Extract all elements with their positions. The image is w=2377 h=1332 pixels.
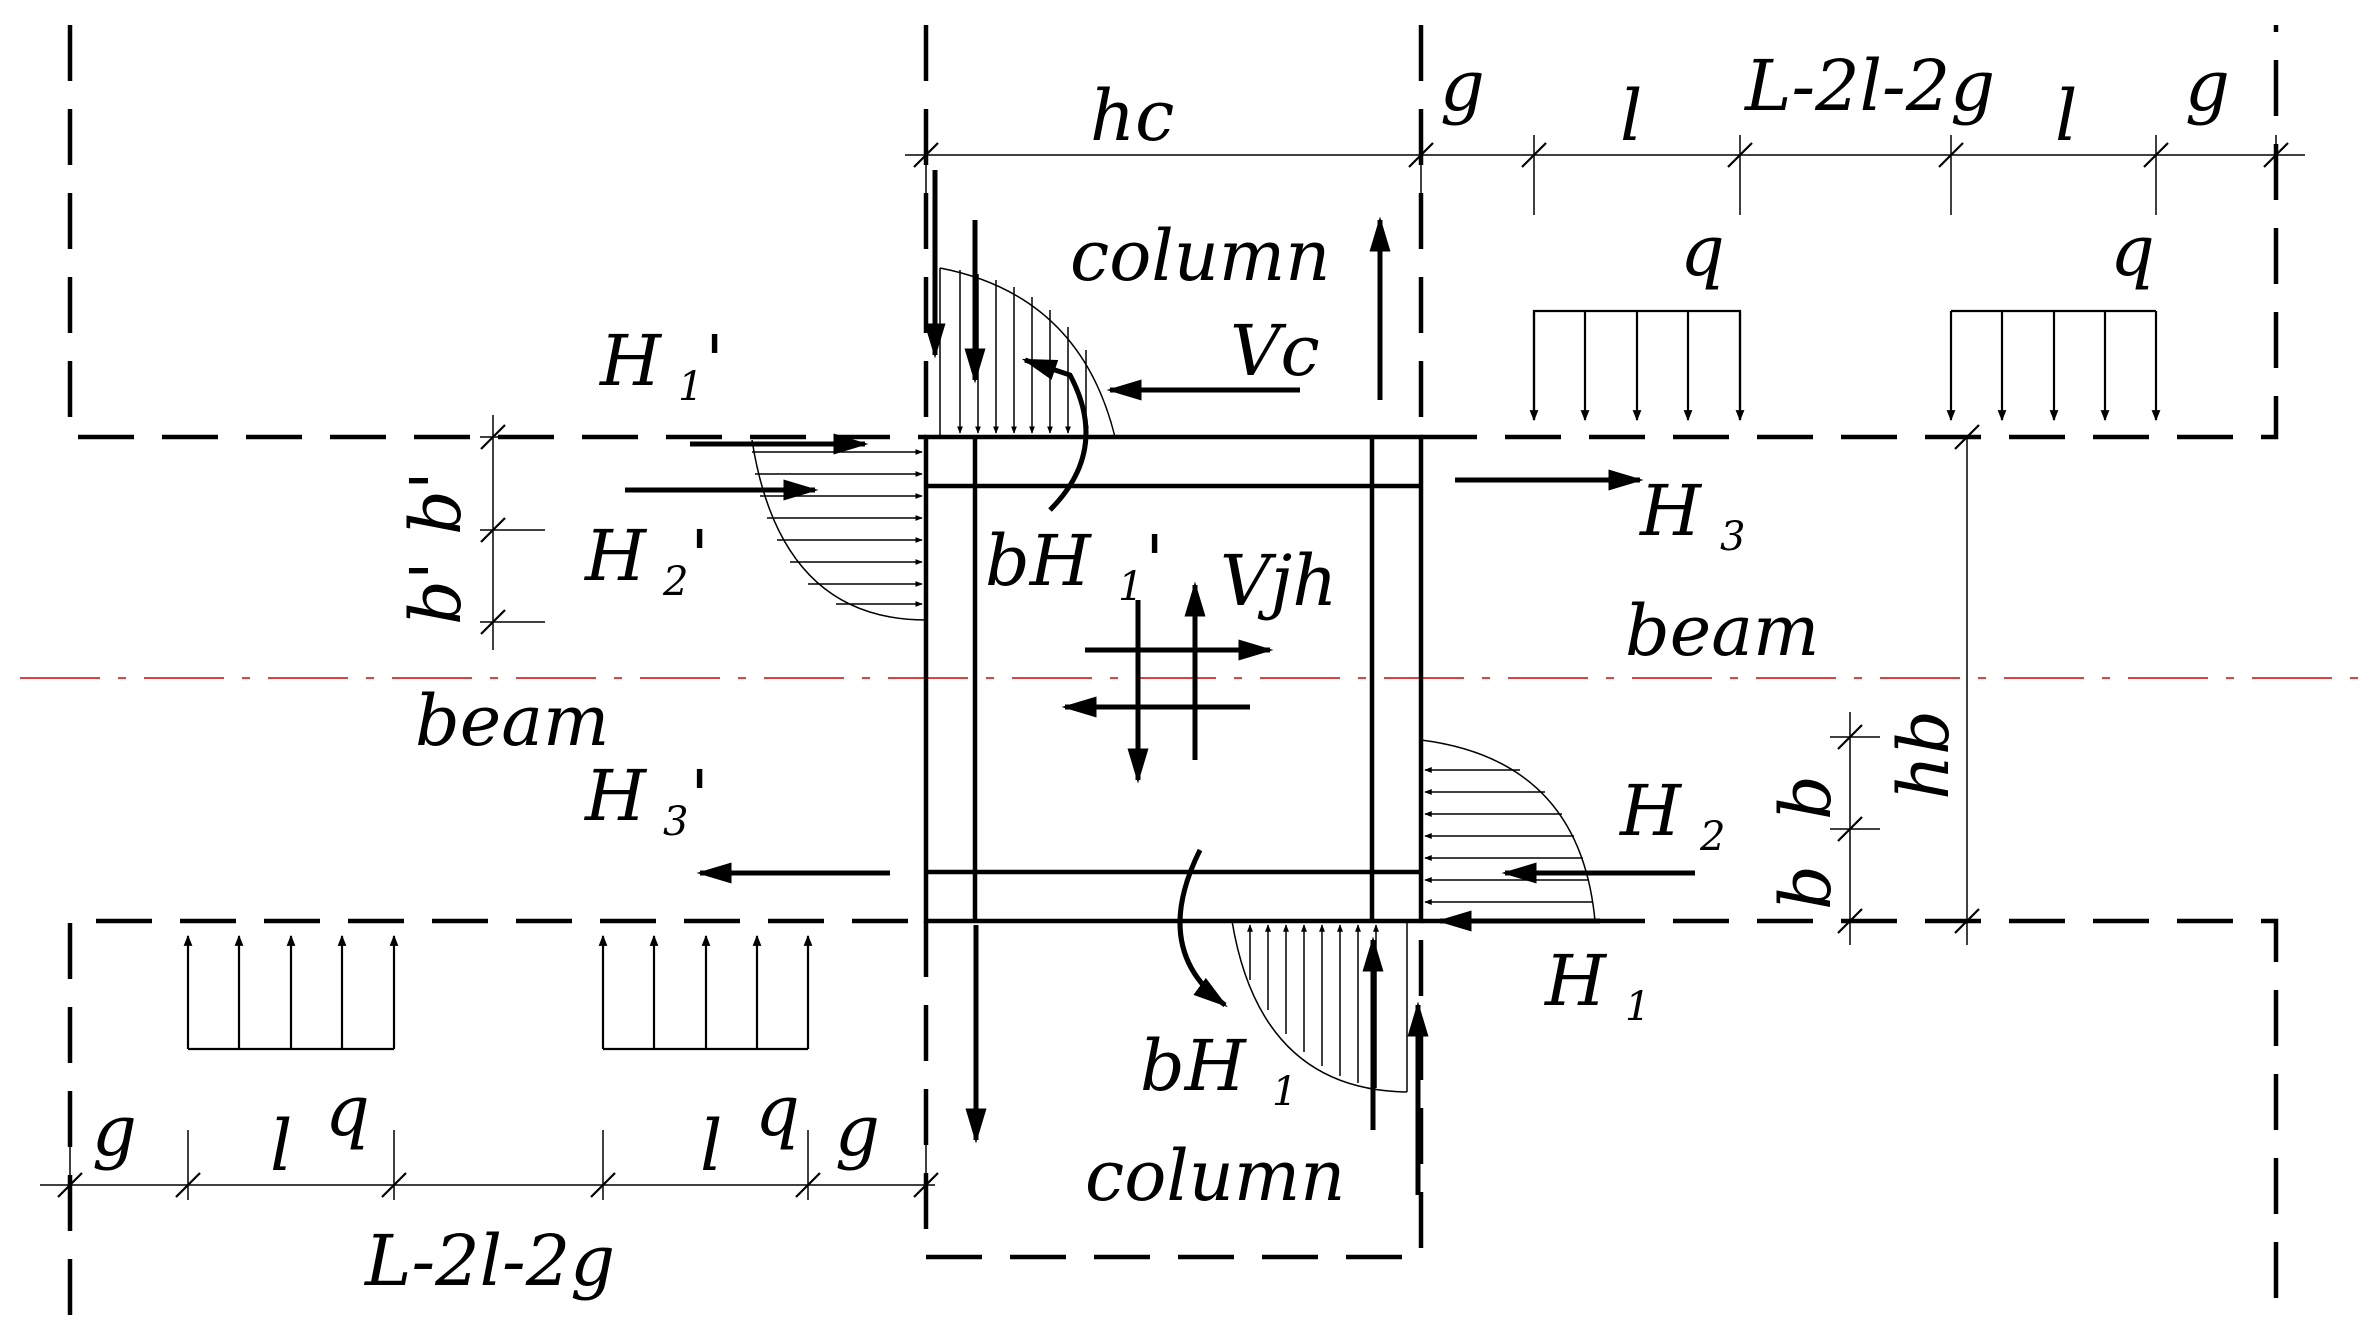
stress-block-left-beam [751, 439, 927, 621]
label-column-bottom: column [1085, 1135, 1345, 1217]
distributed-load-top-left [1529, 309, 1745, 422]
svg-text:1: 1 [1118, 564, 1143, 610]
label-l-top-right: l [2055, 75, 2077, 157]
label-q-bottom-left: q [325, 1070, 370, 1152]
label-bH1: bH 1 [1140, 1025, 1297, 1115]
right-beam-dimension [1830, 424, 1980, 945]
label-H1: H 1 [1543, 940, 1650, 1030]
label-H3-prime: H 3 ' [583, 755, 709, 845]
distributed-load-bottom-right [598, 934, 813, 1051]
svg-text:H: H [1638, 470, 1703, 552]
svg-text:2: 2 [1699, 814, 1725, 860]
label-hb: hb [1883, 710, 1965, 800]
svg-text:1: 1 [1625, 984, 1650, 1030]
label-beam-left: beam [415, 680, 609, 762]
label-l-bottom-right: l [700, 1105, 722, 1187]
distributed-load-top-right [1946, 309, 2161, 422]
label-hc: hc [1090, 75, 1174, 157]
force-arrows [625, 170, 1695, 1195]
svg-text:bH: bH [1140, 1025, 1248, 1107]
label-g-top-right: g [2185, 45, 2230, 127]
label-q-bottom-right: q [755, 1070, 800, 1152]
svg-text:': ' [1145, 520, 1164, 602]
label-span-top: L-2l-2g [1743, 45, 1995, 127]
left-beam-dimension [480, 415, 545, 650]
svg-text:': ' [690, 755, 709, 837]
svg-text:H: H [583, 755, 648, 837]
label-Vc: Vc [1230, 310, 1320, 392]
svg-text:H: H [1543, 940, 1608, 1022]
label-b-upper: b [1765, 775, 1847, 820]
label-H3: H 3 [1638, 470, 1745, 560]
stress-block-right-beam [1420, 739, 1596, 922]
svg-text:H: H [598, 320, 663, 402]
svg-text:1: 1 [1272, 1069, 1297, 1115]
svg-text:': ' [705, 320, 724, 402]
label-span-bottom: L-2l-2g [363, 1220, 615, 1302]
label-beam-right: beam [1625, 590, 1819, 672]
stress-block-bottom-column [1231, 920, 1408, 1093]
svg-text:H: H [583, 515, 648, 597]
bottom-dimension-line [40, 1130, 939, 1200]
svg-text:H: H [1618, 770, 1683, 852]
label-b-prime-lower: b' [395, 561, 477, 625]
label-H1-prime: H 1 ' [598, 320, 724, 410]
distributed-load-bottom-left [183, 934, 399, 1051]
label-bH1-prime: bH 1 ' [985, 520, 1164, 610]
label-g-bottom-right: g [835, 1090, 880, 1172]
joint-shear-arrows [1061, 581, 1274, 784]
svg-text:1: 1 [678, 364, 703, 410]
svg-text:3: 3 [663, 799, 688, 845]
svg-text:': ' [690, 515, 709, 597]
label-g-bottom-left: g [92, 1090, 137, 1172]
svg-text:bH: bH [985, 520, 1093, 602]
label-g-top-left: g [1440, 45, 1485, 127]
svg-text:2: 2 [662, 559, 688, 605]
top-dimension-line [905, 135, 2305, 240]
label-Vjh: Vjh [1220, 540, 1337, 622]
label-b-prime-upper: b' [395, 471, 477, 535]
label-q-top-left: q [1680, 210, 1725, 292]
label-column-top: column [1070, 215, 1330, 297]
label-q-top-right: q [2110, 210, 2155, 292]
label-l-bottom-left: l [270, 1105, 292, 1187]
label-b-lower: b [1765, 865, 1847, 910]
label-H2-prime: H 2 ' [583, 515, 709, 605]
label-H2: H 2 [1618, 770, 1725, 860]
label-l-top-left: l [1620, 75, 1642, 157]
svg-text:3: 3 [1720, 514, 1745, 560]
joint-panel [923, 434, 1424, 924]
